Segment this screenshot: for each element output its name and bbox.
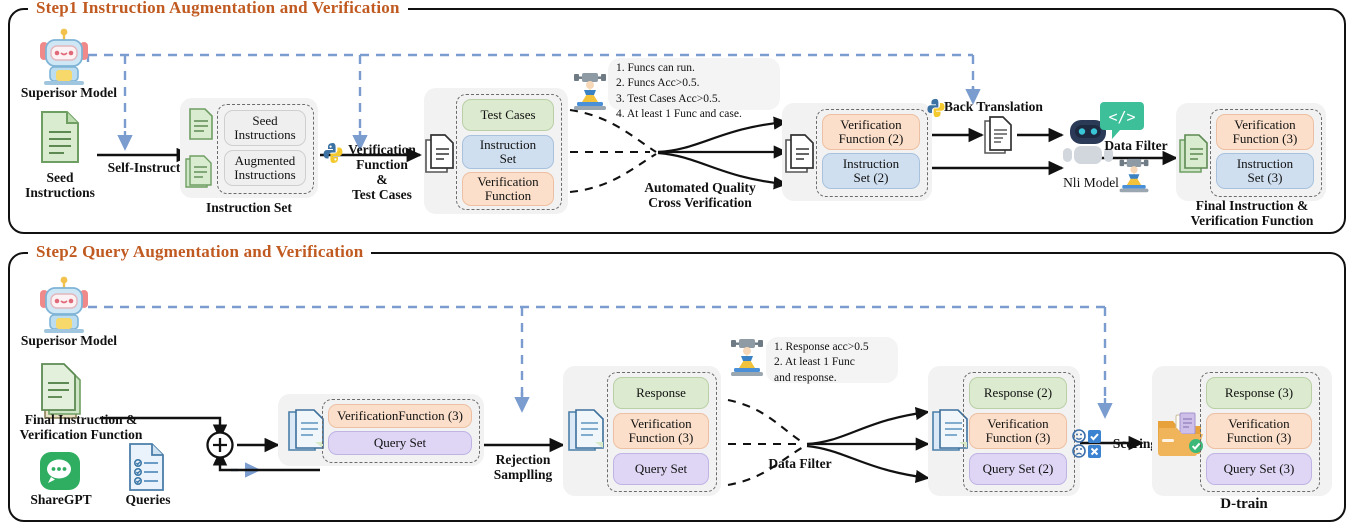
green-document-icon: [188, 108, 214, 145]
queries-label: Queries: [125, 492, 171, 507]
grey-document-stack-icon: [424, 132, 458, 179]
scoring-rating-icon: [1072, 428, 1106, 465]
sharegpt-label: ShareGPT: [30, 492, 92, 507]
chip-query-set: Query Set: [328, 431, 472, 455]
chip-augmented-instructions: Augmented Instructions: [224, 150, 306, 186]
query-document-icon: [566, 409, 606, 458]
query-document-icon: [930, 409, 970, 458]
code-bubble-icon: </>: [1100, 100, 1144, 147]
chip-verification-function-2: Verification Function (2): [822, 114, 920, 150]
back-translation-label: Back Translation: [944, 99, 1043, 114]
chip-instruction-set-2: Instruction Set (2): [822, 153, 920, 189]
query-document-icon: [286, 409, 326, 458]
green-documents-stack-icon: [185, 152, 215, 193]
chip-query-set-3: Query Set (3): [1206, 453, 1312, 485]
worker-laptop-icon: [730, 338, 764, 383]
instruction-set-dashed: [217, 104, 314, 194]
green-documents-stack-icon: [1178, 132, 1212, 179]
chip-verification-function-3: Verification Function (3): [1216, 114, 1314, 150]
cross-verification-label: Automated Quality Cross Verification: [644, 180, 756, 211]
step1-data-filter-label: Data Filter: [1104, 138, 1168, 153]
sharegpt-chat-icon: [38, 450, 82, 497]
chip-query-set-b: Query Set: [613, 453, 709, 485]
white-document-icon: [982, 115, 1016, 162]
verification-function-testcases-label: Verification Function & Test Cases: [348, 142, 416, 203]
step2-supervisor-label: Superisor Model: [20, 333, 118, 348]
chip-instruction-set-3: Instruction Set (3): [1216, 153, 1314, 189]
step1-bundle2-dashed: [816, 109, 928, 197]
step2-bundle1-dashed: [322, 399, 480, 463]
chip-verification-function-3d: Verification Function (3): [1206, 413, 1312, 449]
nli-robot-icon: [1062, 112, 1114, 173]
step1-frame: [8, 8, 1346, 234]
rejection-sampling-label: Rejection Samplling: [493, 452, 553, 483]
robot-icon: [36, 276, 92, 339]
grey-document-stack-icon: [784, 132, 818, 179]
self-instruct-label: Self-Instruct: [107, 160, 181, 175]
step2-title: Step2 Query Augmentation and Verificatio…: [28, 242, 372, 262]
chip-response-3: Response (3): [1206, 377, 1312, 409]
step1-title: Step1 Instruction Augmentation and Verif…: [28, 0, 408, 18]
green-document-icon: [38, 110, 82, 169]
chip-instruction-set: Instruction Set: [462, 135, 554, 169]
svg-text:</>: </>: [1108, 108, 1135, 126]
chip-response-2: Response (2): [969, 377, 1067, 409]
step1-bundle1-dashed: [456, 94, 562, 210]
step2-data-filter-label: Data Filter: [768, 456, 832, 471]
step2-frame: [8, 252, 1346, 522]
d-train-caption: D-train: [1220, 496, 1268, 512]
checklist-document-icon: [127, 442, 167, 497]
chip-verification-function-3b: Verification Function (3): [613, 413, 709, 449]
robot-icon: [36, 28, 92, 91]
step2-final-instruction-label: Final Instruction & Verification Functio…: [19, 412, 143, 443]
python-logo-icon: [926, 98, 946, 123]
chip-response: Response: [613, 377, 709, 409]
chip-verification-function: Verification Function: [462, 172, 554, 206]
chip-test-cases: Test Cases: [462, 99, 554, 131]
scoring-label: Scoring: [1112, 436, 1158, 451]
folder-documents-icon: [1156, 412, 1204, 461]
green-documents-stack-icon: [40, 362, 88, 425]
worker-laptop-icon: [573, 72, 607, 117]
step2-criteria-callout: 1. Response acc>0.5 2. At least 1 Func a…: [766, 337, 898, 384]
worker-laptop-icon: [1118, 158, 1150, 199]
step1-bundle3-dashed: [1210, 109, 1322, 197]
nli-model-label: Nli Model: [1063, 175, 1119, 190]
final-instruction-caption: Final Instruction & Verification Functio…: [1190, 198, 1314, 229]
step1-criteria-callout: 1. Funcs can run. 2. Funcs Acc>0.5. 3. T…: [608, 58, 780, 120]
python-logo-icon: [322, 142, 344, 169]
chip-verification-function-3c: Verification Function (3): [969, 413, 1067, 449]
step1-seed-label: Seed Instructions: [25, 170, 95, 201]
step1-supervisor-label: Superisor Model: [20, 85, 118, 100]
instruction-set-caption: Instruction Set: [206, 200, 292, 215]
chip-verificationfunction-3: VerificationFunction (3): [328, 404, 472, 428]
chip-seed-instructions: Seed Instructions: [224, 110, 306, 146]
step2-bundle2-dashed: [607, 372, 717, 492]
chip-query-set-2: Query Set (2): [969, 453, 1067, 485]
step2-bundle4-dashed: [1200, 372, 1320, 492]
